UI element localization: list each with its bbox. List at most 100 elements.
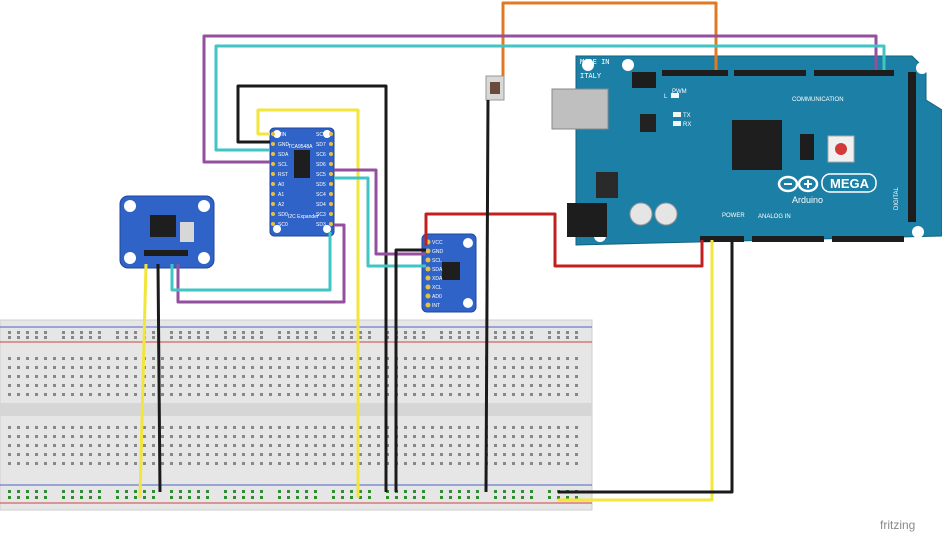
breadboard-hole (233, 384, 236, 387)
breadboard-hole (98, 384, 101, 387)
breadboard-hole (521, 426, 524, 429)
breadboard-hole (467, 375, 470, 378)
breadboard-rail-hole (512, 331, 515, 334)
wire-cyan (170, 232, 332, 292)
breadboard-hole (134, 357, 137, 360)
breadboard-rail-hole (494, 331, 497, 334)
breadboard-rail-hole (467, 331, 470, 334)
breadboard-rail-hole (368, 336, 371, 339)
breadboard-hole (431, 426, 434, 429)
breadboard-hole (17, 453, 20, 456)
breadboard-rail-hole (440, 331, 443, 334)
breadboard-hole (269, 375, 272, 378)
breadboard-rail-hole (44, 336, 47, 339)
breadboard-hole (170, 393, 173, 396)
breadboard-rail-hole (206, 331, 209, 334)
breadboard-rail-hole (548, 331, 551, 334)
wire-cyan (214, 44, 886, 152)
breadboard-hole (440, 357, 443, 360)
breadboard-rail-hole (566, 496, 569, 499)
breadboard-hole (341, 366, 344, 369)
breadboard-rail-hole (557, 331, 560, 334)
breadboard-hole (197, 435, 200, 438)
mounting-hole (124, 200, 136, 212)
breadboard-hole (467, 357, 470, 360)
breadboard-hole (170, 384, 173, 387)
breadboard-rail-hole (494, 336, 497, 339)
breadboard-rail-hole (530, 496, 533, 499)
breadboard-hole (530, 426, 533, 429)
breadboard-hole (143, 444, 146, 447)
breadboard-hole (440, 384, 443, 387)
breadboard-hole (242, 426, 245, 429)
breadboard-hole (89, 426, 92, 429)
breadboard-hole (341, 357, 344, 360)
breadboard-hole (314, 366, 317, 369)
breadboard-hole (539, 453, 542, 456)
breadboard-hole (368, 453, 371, 456)
breadboard-hole (134, 462, 137, 465)
breadboard-hole (530, 435, 533, 438)
breadboard-hole (287, 444, 290, 447)
breadboard-hole (413, 384, 416, 387)
breadboard-hole (503, 462, 506, 465)
breadboard-rail-hole (422, 490, 425, 493)
mounting-hole (622, 59, 634, 71)
breadboard-hole (35, 375, 38, 378)
breadboard-hole (224, 366, 227, 369)
breadboard-hole (449, 357, 452, 360)
breadboard-hole (143, 393, 146, 396)
mounting-hole (582, 59, 594, 71)
breadboard-hole (350, 426, 353, 429)
label-rx: RX (683, 122, 691, 128)
breadboard-hole (188, 453, 191, 456)
breadboard-hole (431, 366, 434, 369)
mux-pin (329, 202, 333, 206)
breadboard-hole (269, 462, 272, 465)
breadboard-rail-hole (548, 490, 551, 493)
breadboard-hole (44, 444, 47, 447)
mux-pin-label: SC3 (316, 212, 326, 218)
breadboard-hole (125, 366, 128, 369)
breadboard-hole (503, 435, 506, 438)
breadboard-hole (26, 444, 29, 447)
breadboard-hole (260, 384, 263, 387)
breadboard-hole (278, 426, 281, 429)
breadboard-hole (440, 444, 443, 447)
breadboard-hole (476, 357, 479, 360)
breadboard-hole (44, 462, 47, 465)
breadboard-hole (107, 375, 110, 378)
breadboard-hole (98, 444, 101, 447)
breadboard-hole (368, 444, 371, 447)
breadboard-hole (539, 357, 542, 360)
mux-pin (329, 182, 333, 186)
breadboard-hole (494, 384, 497, 387)
breadboard-rail-hole (566, 331, 569, 334)
breadboard-hole (170, 462, 173, 465)
breadboard-hole (512, 375, 515, 378)
breadboard-hole (89, 366, 92, 369)
breadboard-hole (359, 375, 362, 378)
imu-pin-label: SDA (432, 267, 443, 273)
breadboard-hole (251, 444, 254, 447)
breadboard-rail-hole (512, 496, 515, 499)
breadboard-rail-hole (224, 490, 227, 493)
mounting-hole (273, 130, 281, 138)
breadboard-hole (224, 462, 227, 465)
imu-pin-label: VCC (432, 240, 443, 246)
breadboard-hole (26, 366, 29, 369)
breadboard-rail-hole (206, 336, 209, 339)
breadboard-hole (251, 453, 254, 456)
sensor-breakout-left (119, 195, 215, 269)
breadboard-rail-hole (575, 331, 578, 334)
breadboard-hole (422, 426, 425, 429)
breadboard-hole (197, 462, 200, 465)
breadboard-rail-hole (71, 496, 74, 499)
mounting-hole (916, 62, 928, 74)
breadboard-hole (332, 393, 335, 396)
breadboard-hole (242, 393, 245, 396)
led-tx (673, 112, 681, 117)
breadboard-hole (332, 357, 335, 360)
breadboard-hole (431, 435, 434, 438)
breadboard-rail-hole (422, 331, 425, 334)
